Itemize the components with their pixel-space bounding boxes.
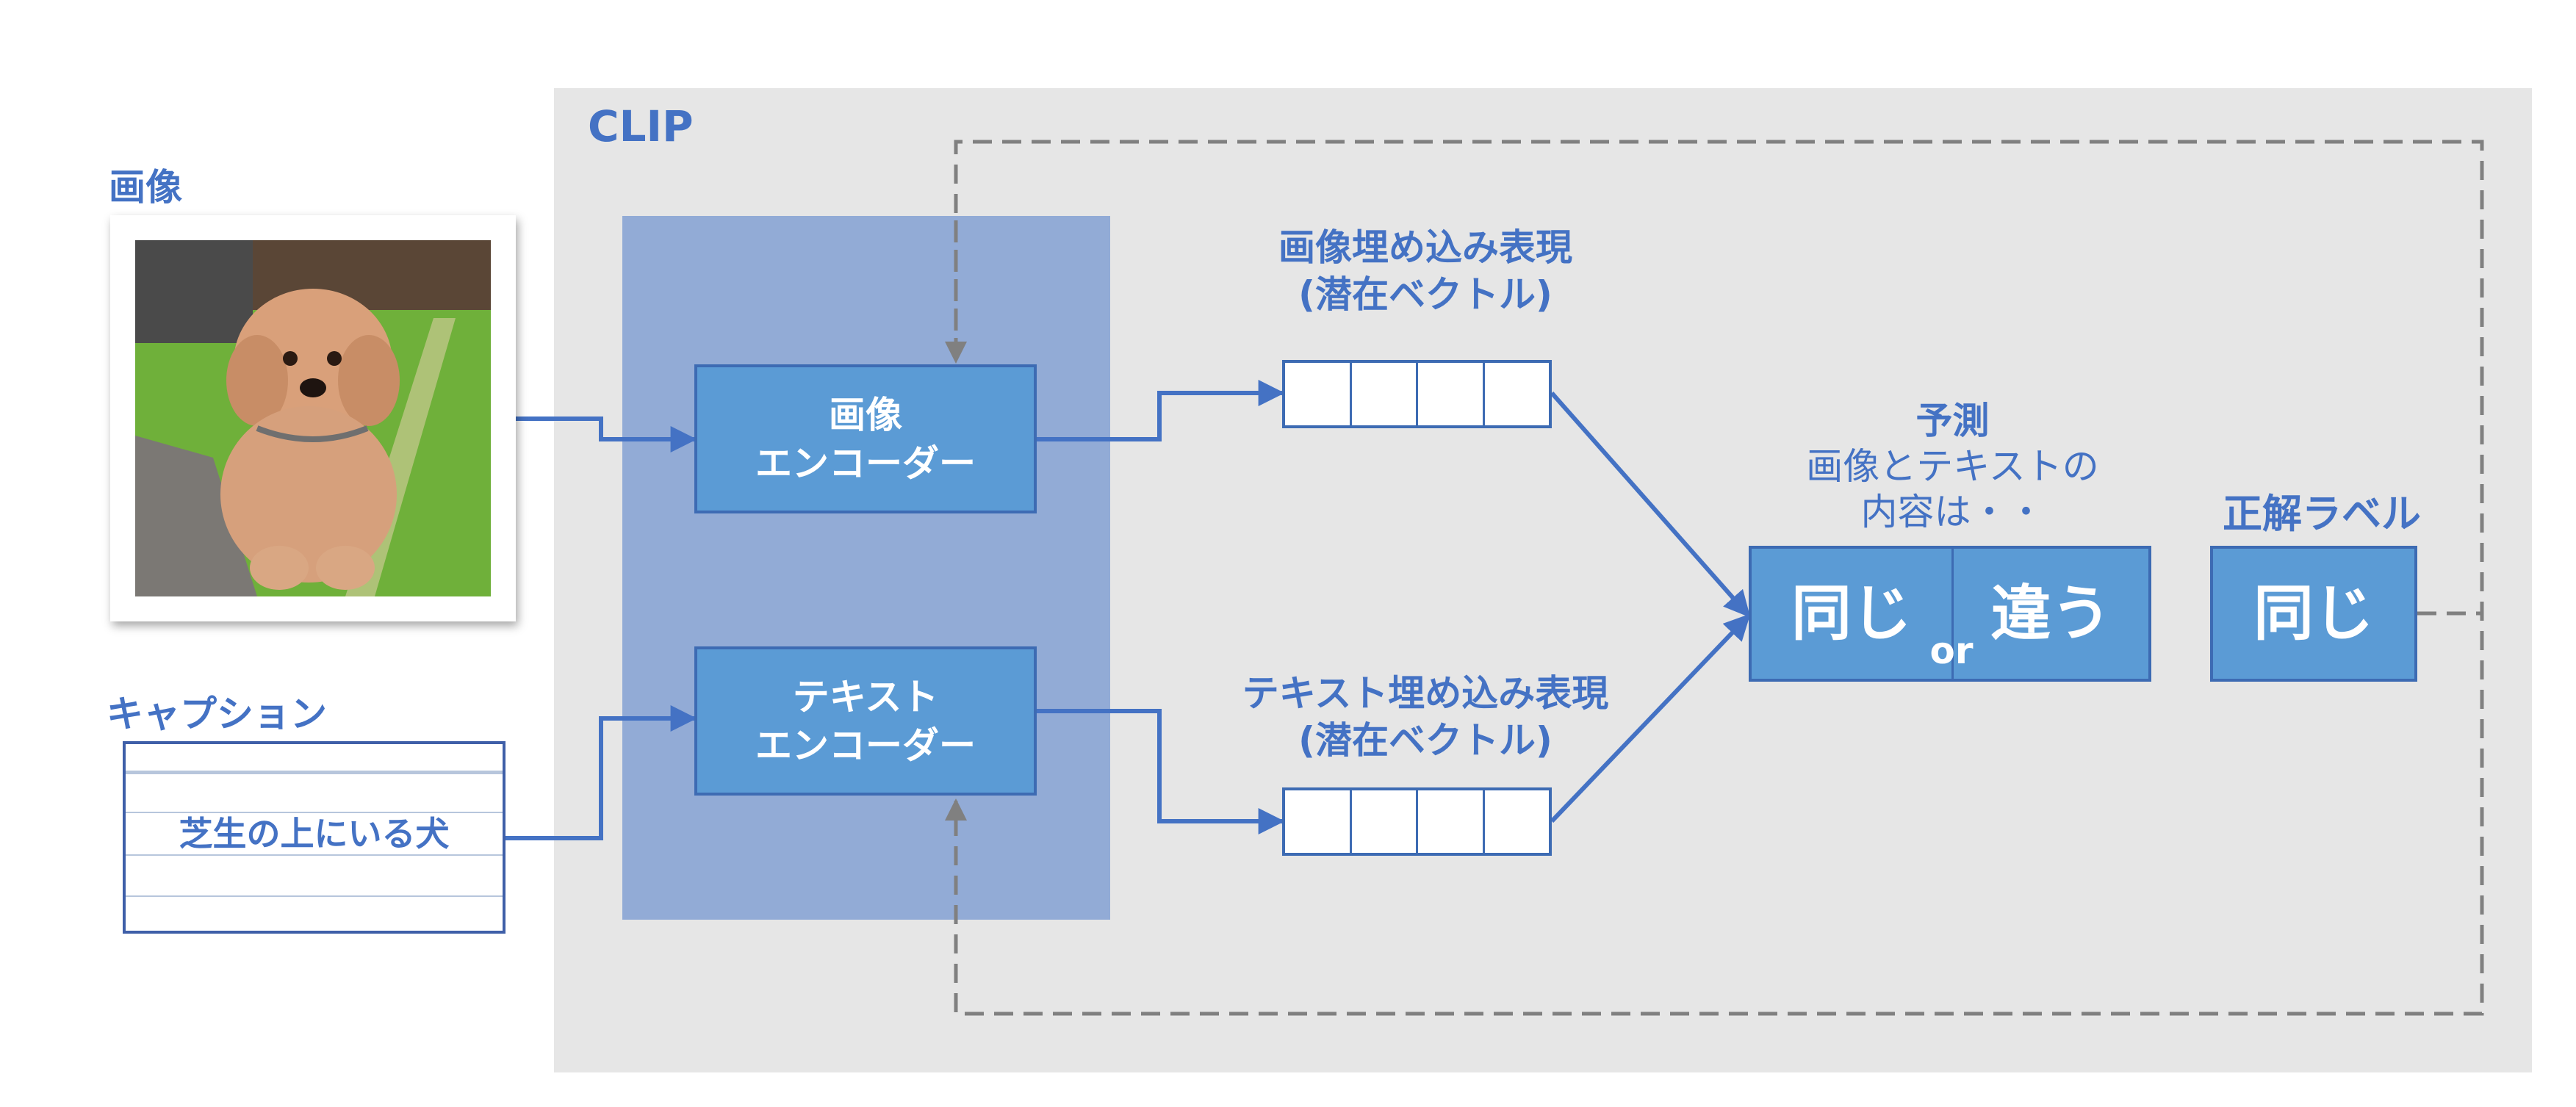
caption-rule <box>126 812 503 813</box>
text-encoder-line2: エンコーダー <box>755 724 976 767</box>
arrow-image-to-encoder <box>516 417 697 452</box>
prediction-title: 予測 <box>1915 400 1990 442</box>
prediction-box: 同じ 違う or <box>1749 546 2151 682</box>
dog-picture-icon <box>135 240 491 596</box>
caption-rule <box>126 771 503 774</box>
image-encoder: 画像 エンコーダー <box>694 364 1037 513</box>
encoder-panel <box>622 216 1110 920</box>
prediction-or: or <box>1929 630 1974 672</box>
prediction-line1: 画像とテキストの <box>1806 445 2099 488</box>
caption-box: 芝生の上にいる犬 <box>123 741 506 934</box>
prediction-line2: 内容は・・ <box>1860 491 2045 533</box>
text-encoder: テキスト エンコーダー <box>694 646 1037 796</box>
vector-cell <box>1352 790 1418 853</box>
image-embedding-line1: 画像埋め込み表現 <box>1278 226 1572 269</box>
vector-cell <box>1285 363 1352 425</box>
vector-cell <box>1352 363 1418 425</box>
text-embedding-line2: (潜在ベクトル) <box>1298 719 1553 762</box>
image-encoder-line1: 画像 <box>829 393 902 436</box>
clip-title: CLIP <box>588 101 694 151</box>
arrow-text-embedding-to-prediction <box>1550 613 1751 823</box>
ground-truth-box: 同じ <box>2210 546 2417 682</box>
arrow-image-encoder-to-embedding <box>1037 380 1285 441</box>
vector-cell <box>1485 363 1550 425</box>
dashed-loop <box>945 140 2484 1016</box>
dog-photo <box>110 215 516 621</box>
ground-truth-title: 正解ラベル <box>2223 491 2421 537</box>
prediction-label: 予測 画像とテキストの 内容は・・ <box>1749 398 2156 535</box>
arrow-image-embedding-to-prediction <box>1550 392 1751 618</box>
image-embedding-label: 画像埋め込み表現 (潜在ベクトル) <box>1216 224 1635 318</box>
text-embedding-line1: テキスト埋め込み表現 <box>1242 672 1609 715</box>
text-embedding-vector <box>1282 787 1552 856</box>
vector-cell <box>1418 790 1485 853</box>
image-encoder-line2: エンコーダー <box>755 441 976 485</box>
prediction-same: 同じ <box>1791 579 1912 649</box>
image-label: 画像 <box>109 166 182 209</box>
caption-text: 芝生の上にいる犬 <box>179 814 450 854</box>
vector-cell <box>1485 790 1550 853</box>
caption-label: キャプション <box>107 693 327 735</box>
image-embedding-vector <box>1282 360 1552 428</box>
vector-cell <box>1285 790 1352 853</box>
caption-rule <box>126 895 503 897</box>
text-embedding-label: テキスト埋め込み表現 (潜在ベクトル) <box>1194 670 1657 764</box>
prediction-different: 違う <box>1990 579 2112 649</box>
image-embedding-line2: (潜在ベクトル) <box>1298 273 1553 316</box>
text-encoder-line1: テキスト <box>792 675 939 718</box>
arrow-text-encoder-to-embedding <box>1037 709 1285 834</box>
caption-rule <box>126 854 503 856</box>
vector-cell <box>1418 363 1485 425</box>
prediction-divider <box>1951 549 1954 679</box>
arrow-caption-to-encoder <box>506 705 697 840</box>
